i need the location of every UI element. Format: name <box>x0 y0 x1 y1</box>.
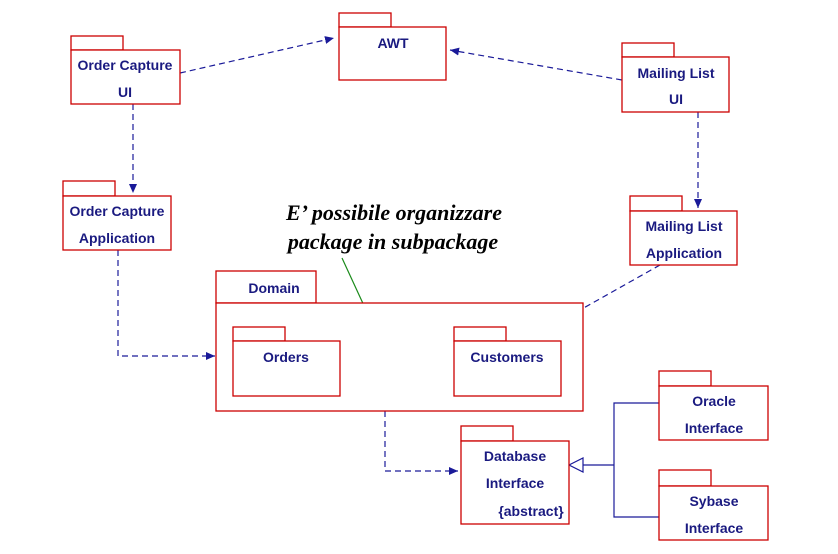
oracle-interface-label-1: Oracle <box>692 393 736 409</box>
connectors <box>117 36 702 518</box>
package-mailing-list-ui <box>621 42 730 113</box>
customers-label: Customers <box>470 349 543 365</box>
database-interface-label-1: Database <box>484 448 546 464</box>
gen-oracle <box>613 402 659 465</box>
generalization-triangle <box>567 457 584 473</box>
mailing-list-ui-label-1: Mailing List <box>638 65 715 81</box>
sybase-interface-label-1: Sybase <box>689 493 738 509</box>
package-mailing-list-application <box>629 195 738 266</box>
package-database-interface <box>460 425 570 525</box>
package-order-capture-ui <box>70 35 181 105</box>
order-capture-ui-label-2: UI <box>118 84 132 100</box>
oracle-interface-label-2: Interface <box>685 420 744 436</box>
package-customers <box>453 326 562 397</box>
package-sybase-interface <box>658 469 769 541</box>
database-interface-label-2: Interface <box>486 475 545 491</box>
note-line-1: E’ possibile organizzare <box>285 200 502 225</box>
dep-mlui-awt <box>449 47 623 81</box>
mailing-list-app-label-1: Mailing List <box>646 218 723 234</box>
database-interface-label-3: {abstract} <box>498 503 564 519</box>
package-orders <box>232 326 341 397</box>
awt-label: AWT <box>377 35 409 51</box>
domain-label: Domain <box>248 280 299 296</box>
note-line-2: package in subpackage <box>286 229 498 254</box>
order-capture-app-label-2: Application <box>79 230 155 246</box>
dep-ocapp-domain <box>117 250 215 360</box>
dep-ocui-awt <box>179 36 335 74</box>
dep-domain-database <box>384 411 458 475</box>
orders-label: Orders <box>263 349 309 365</box>
package-order-capture-application <box>62 180 172 251</box>
order-capture-app-label-1: Order Capture <box>70 203 165 219</box>
mailing-list-ui-label-2: UI <box>669 91 683 107</box>
dep-mlapp-customers <box>524 264 661 342</box>
package-oracle-interface <box>658 370 769 441</box>
order-capture-ui-label-1: Order Capture <box>78 57 173 73</box>
sybase-interface-label-2: Interface <box>685 520 744 536</box>
package-awt <box>338 12 447 81</box>
mailing-list-app-label-2: Application <box>646 245 722 261</box>
gen-sybase <box>613 465 659 518</box>
